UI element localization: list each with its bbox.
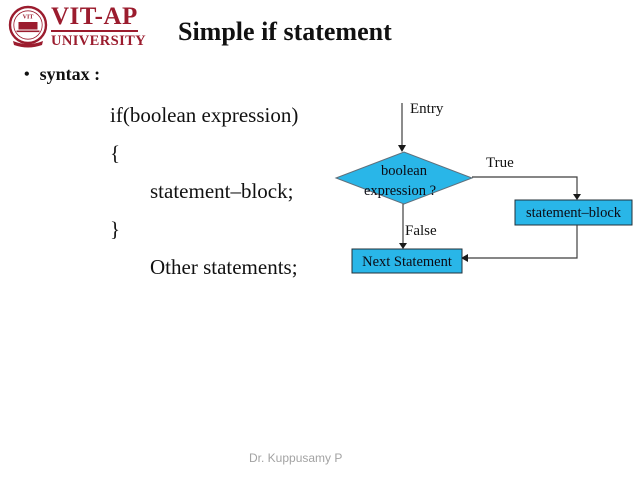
page-title: Simple if statement [178,17,392,46]
statement-block-label: statement–block [526,205,622,221]
seal-banner-shape [13,41,43,48]
code-line-statement-block: statement–block; [150,179,294,203]
true-label: True [486,155,514,171]
entry-arrowhead-icon [398,145,406,152]
true-branch-line [472,176,578,195]
bullet-marker: • [24,66,30,83]
true-arrowhead-icon [573,194,581,200]
bullet-syntax: • syntax : [24,64,100,85]
university-logo: VIT VIT-AP UNIVERSITY [8,4,146,50]
code-line-close-brace: } [110,217,121,241]
footer-author: Dr. Kuppusamy P [249,451,343,465]
vitap-seal-icon: VIT [8,5,48,48]
next-statement-node [351,248,463,274]
code-line-if: if(boolean expression) [110,103,299,127]
code-line-open-brace: { [110,141,121,165]
decision-diamond [334,151,474,205]
return-line [467,225,578,259]
seal-building-shape [18,22,38,30]
logo-text: VIT-AP UNIVERSITY [51,4,146,49]
logo-title: VIT-AP [51,3,138,32]
entry-label: Entry [410,101,444,117]
return-arrowhead-icon [461,254,468,262]
next-statement-label: Next Statement [362,254,452,270]
false-arrowhead-icon [399,243,407,249]
code-line-other-statements: Other statements; [150,255,298,279]
statement-block-node [514,199,633,226]
logo-subtitle: UNIVERSITY [51,33,147,49]
seal-text: VIT [23,15,34,21]
false-label: False [405,223,437,239]
decision-text-line2: expression ? [364,183,436,199]
decision-text-line1: boolean [381,163,428,179]
bullet-label: syntax : [39,64,101,84]
if-statement-flowchart: Entry boolean expression ? True statemen… [334,101,633,274]
